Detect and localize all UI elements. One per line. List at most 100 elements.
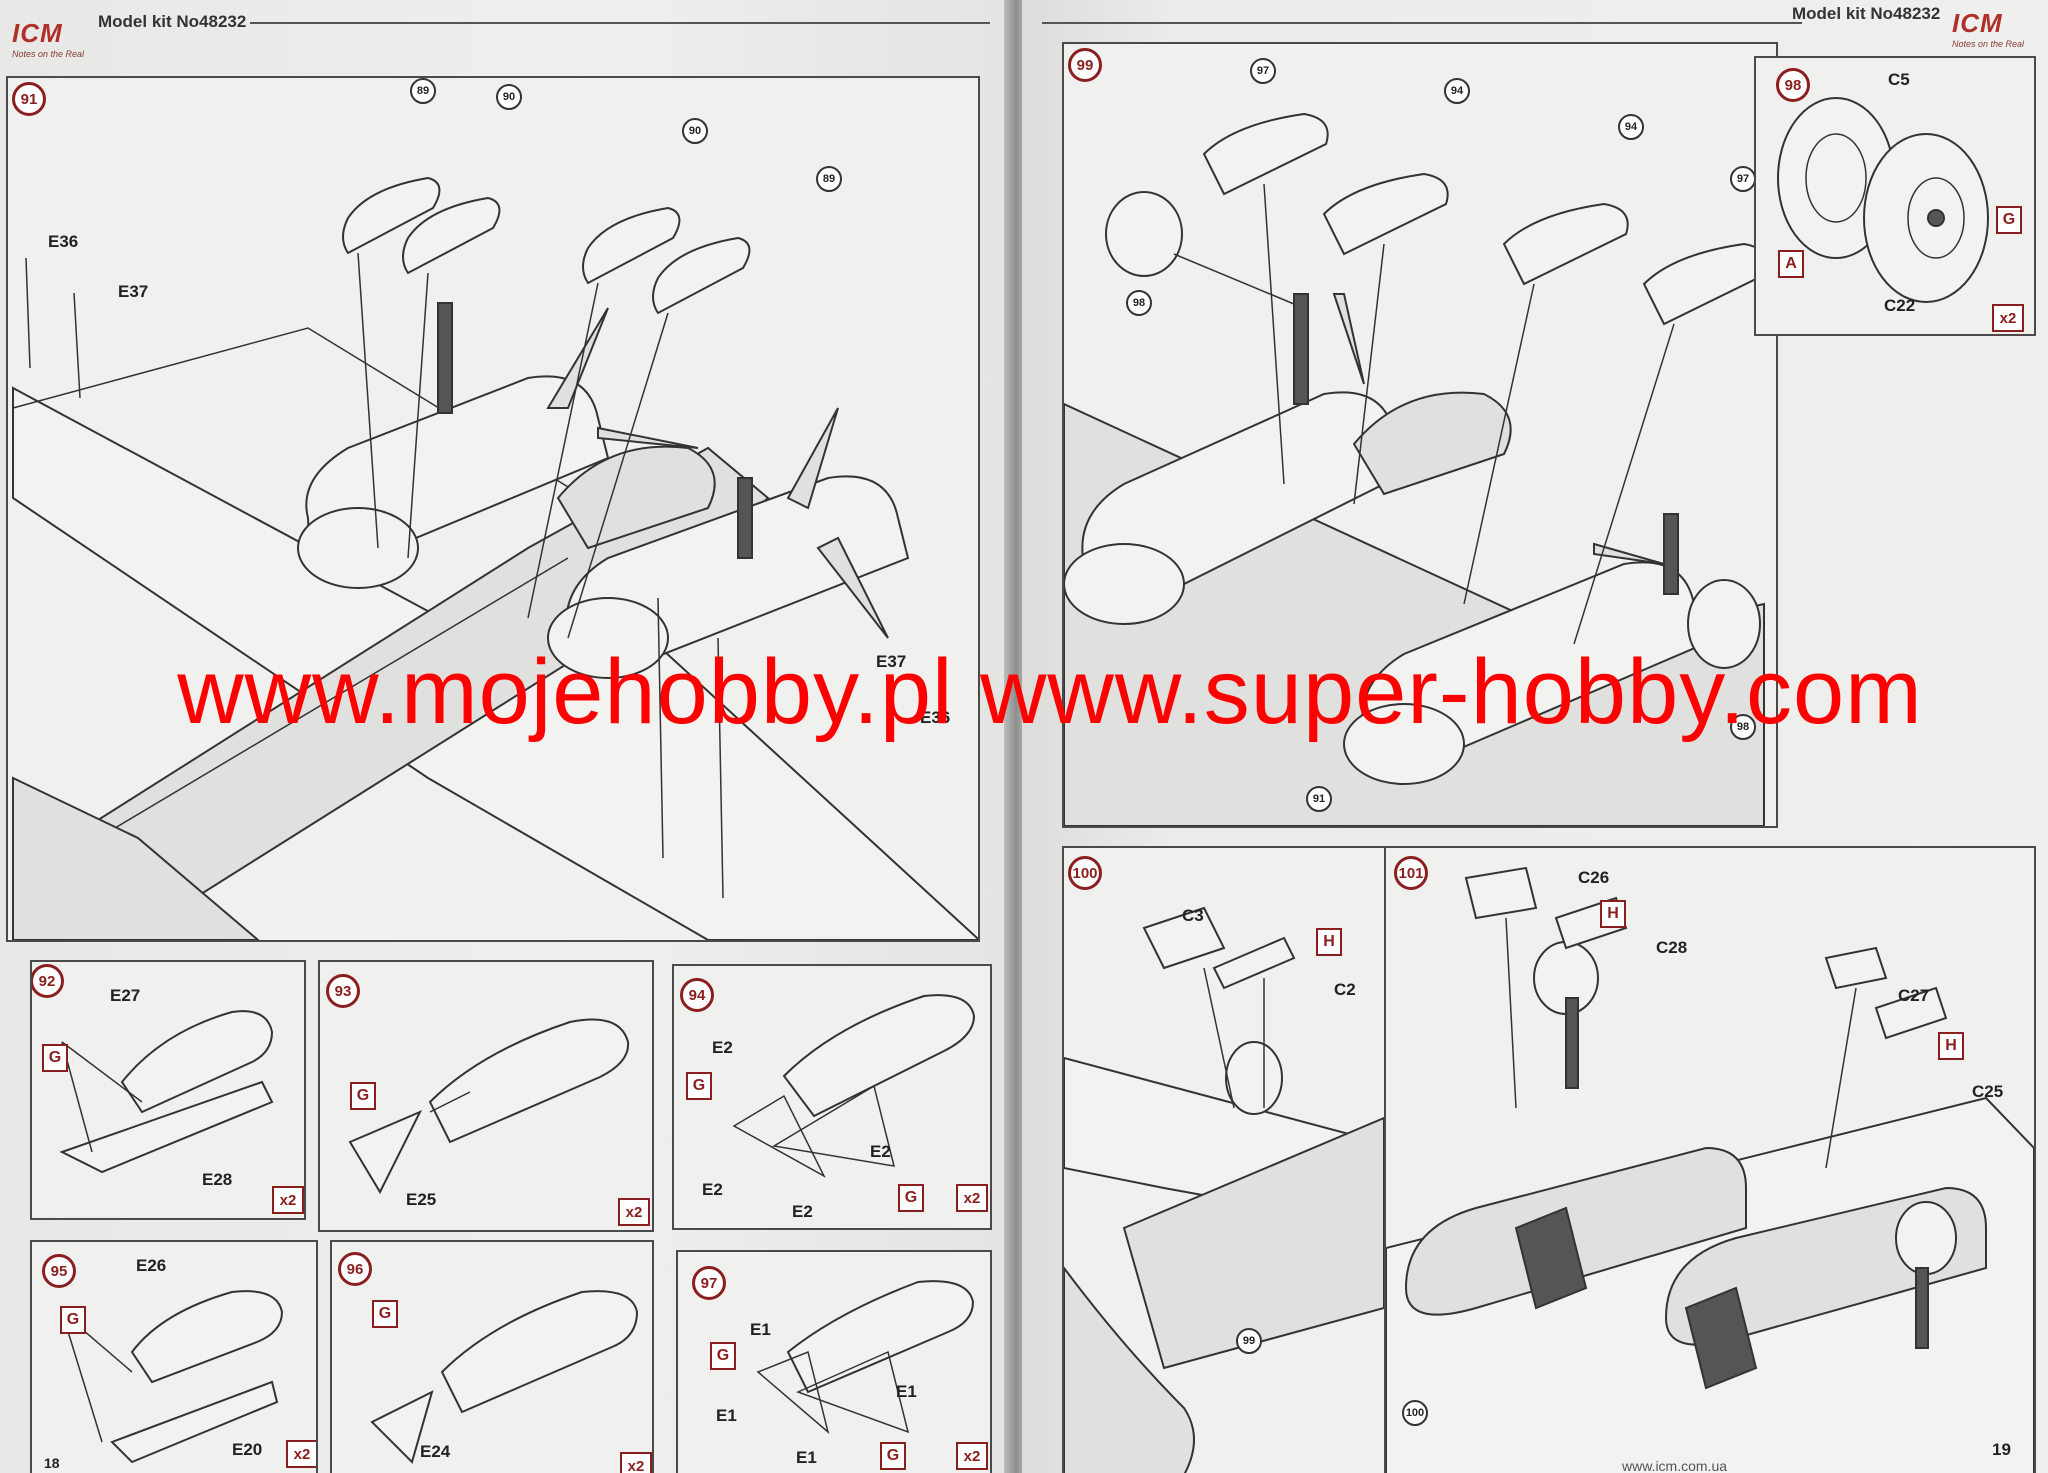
step-98-panel: 98 C5 G A C22 x2 (1754, 56, 2036, 336)
part-label: C25 (1972, 1082, 2004, 1101)
part-label: C22 (1884, 296, 1916, 315)
step-95-drawing (61, 1290, 284, 1464)
part-label: C26 (1578, 868, 1610, 887)
part-label: E1 (750, 1320, 771, 1339)
part-label: E1 (716, 1406, 737, 1425)
step-98-wheel-drawing (1777, 97, 1989, 303)
step-100-drawing (1064, 906, 1386, 1473)
step-number: 92 (32, 964, 64, 998)
part-label: E28 (202, 1170, 233, 1189)
glue-mark: G (880, 1442, 906, 1470)
ref-step-97: 97 (1730, 166, 1756, 192)
part-label: C3 (1182, 906, 1204, 925)
part-label: E37 (118, 282, 149, 301)
marking-h: H (1938, 1032, 1964, 1060)
part-label: C27 (1898, 986, 1930, 1005)
step-number: 96 (338, 1252, 372, 1286)
ref-step-94: 94 (1444, 78, 1470, 104)
step-94-panel: 94 E2 G E2 E2 E2 G x2 (672, 964, 992, 1230)
ref-step-98: 98 (1730, 714, 1756, 740)
part-label: E2 (870, 1142, 891, 1161)
part-label: E2 (702, 1180, 723, 1199)
footer-url: www.icm.com.ua (1622, 1458, 1728, 1473)
part-label: E36 (920, 708, 951, 727)
part-label: C28 (1656, 938, 1688, 957)
header-rule (1042, 22, 1802, 24)
ref-step-91: 91 (1306, 786, 1332, 812)
step-100-panel: 100 C3 H C2 99 (1062, 846, 1388, 1473)
step-99-panel: 99 97 94 94 97 98 98 91 (1062, 42, 1778, 828)
step-92-panel: 92 E27 G E28 x2 (30, 960, 306, 1220)
ref-step-94: 94 (1618, 114, 1644, 140)
attachment-mark: A (1778, 250, 1804, 278)
part-label: E25 (406, 1190, 437, 1209)
step-93-panel: 93 G E25 x2 (318, 960, 654, 1232)
ref-step-98: 98 (1126, 290, 1152, 316)
glue-mark: G (1996, 206, 2022, 234)
part-label: E37 (876, 652, 907, 671)
part-label: E36 (48, 232, 79, 251)
step-number: 97 (692, 1266, 726, 1300)
glue-mark: G (60, 1306, 86, 1334)
step-number: 95 (42, 1254, 76, 1288)
ref-step-90: 90 (496, 84, 522, 110)
quantity-badge: x2 (618, 1198, 650, 1226)
model-kit-header: Model kit No48232 (1792, 4, 1941, 23)
ref-step-90: 90 (682, 118, 708, 144)
glue-mark: G (350, 1082, 376, 1110)
marking-h: H (1600, 900, 1626, 928)
step-92-drawing (59, 1010, 274, 1174)
part-label: E1 (896, 1382, 917, 1401)
quantity-badge: x2 (620, 1452, 652, 1473)
part-label: E2 (712, 1038, 733, 1057)
part-label: E20 (232, 1440, 263, 1459)
header-rule (250, 22, 990, 24)
step-99-airframe-drawing (1064, 112, 1769, 826)
step-101-panel: 101 C26 H C28 C27 H C25 100 (1384, 846, 2036, 1473)
quantity-badge: x2 (956, 1184, 988, 1212)
step-91-airframe-drawing (12, 176, 978, 940)
part-label: C2 (1334, 980, 1356, 999)
marking-h: H (1316, 928, 1342, 956)
page-number: 19 (1992, 1440, 2011, 1459)
step-number: 98 (1776, 68, 1810, 102)
part-label: E1 (796, 1448, 817, 1467)
part-label: E2 (792, 1202, 813, 1221)
part-label: C5 (1888, 70, 1910, 89)
step-number: 99 (1068, 48, 1102, 82)
ref-step-89: 89 (410, 78, 436, 104)
watermark-text: www.mojehobby.pl www.super-hobby.com (177, 641, 1923, 743)
model-kit-header: Model kit No48232 (98, 12, 247, 31)
quantity-badge: x2 (1992, 304, 2024, 332)
ref-step-99: 99 (1236, 1328, 1262, 1354)
step-97-drawing (756, 1280, 975, 1435)
ref-step-89: 89 (816, 166, 842, 192)
step-101-drawing (1386, 866, 2034, 1473)
step-number: 91 (12, 82, 46, 116)
glue-mark: G (898, 1184, 924, 1212)
step-91-panel: 91 89 90 90 89 E36 E37 E37 E36 (6, 76, 980, 942)
step-number: 101 (1394, 856, 1428, 890)
glue-mark: G (372, 1300, 398, 1328)
ref-step-100: 100 (1402, 1400, 1428, 1426)
quantity-badge: x2 (286, 1440, 316, 1468)
glue-mark: G (710, 1342, 736, 1370)
page-number: 18 (44, 1455, 60, 1471)
step-number: 94 (680, 978, 714, 1012)
glue-mark: G (42, 1044, 68, 1072)
step-94-drawing (732, 994, 976, 1178)
ref-step-97: 97 (1250, 58, 1276, 84)
step-96-drawing (370, 1290, 639, 1464)
step-number: 93 (326, 974, 360, 1008)
part-label: E26 (136, 1256, 167, 1275)
step-96-panel: 96 G E24 x2 (330, 1240, 654, 1473)
glue-mark: G (686, 1072, 712, 1100)
step-97-panel: 97 E1 G E1 E1 E1 G x2 (676, 1250, 992, 1473)
quantity-badge: x2 (272, 1186, 304, 1214)
step-number: 100 (1068, 856, 1102, 890)
part-label: E27 (110, 986, 141, 1005)
